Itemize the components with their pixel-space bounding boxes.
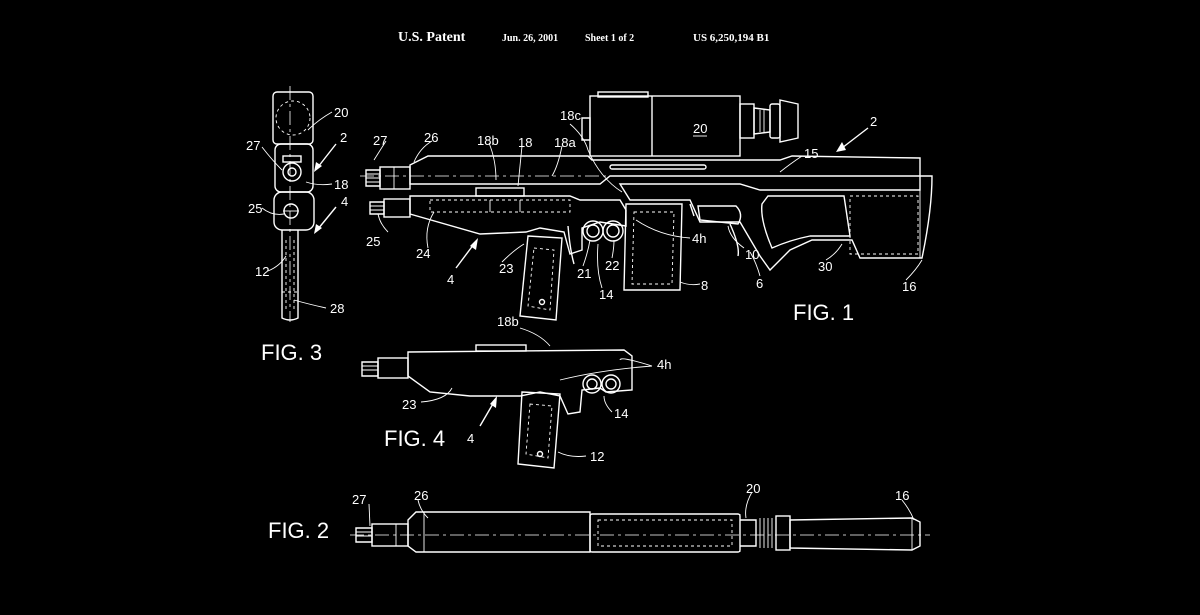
patent-header: U.S. Patent Jun. 26, 2001 Sheet 1 of 2 U… bbox=[398, 30, 769, 45]
fig2-ref-16: 16 bbox=[895, 488, 909, 503]
fig1-ref-18: 18 bbox=[518, 135, 532, 150]
header-date: Jun. 26, 2001 bbox=[502, 33, 558, 44]
fig2-ref-27: 27 bbox=[352, 492, 366, 507]
fig4-ref-12: 12 bbox=[590, 449, 604, 464]
fig3-ref-4: 4 bbox=[341, 194, 348, 209]
fig3-ref-12: 12 bbox=[255, 264, 269, 279]
fig1-ref-4h: 4h bbox=[692, 231, 706, 246]
fig3-ref-20: 20 bbox=[334, 105, 348, 120]
fig1-ref-18c: 18c bbox=[560, 108, 581, 123]
fig1-ref-6: 6 bbox=[756, 276, 763, 291]
fig1-drawing bbox=[360, 92, 932, 320]
fig1-ref-14: 14 bbox=[599, 287, 613, 302]
fig3-title: FIG. 3 bbox=[261, 340, 322, 365]
header-patent-number: US 6,250,194 B1 bbox=[693, 32, 769, 44]
fig4-ref-18b: 18b bbox=[497, 314, 519, 329]
fig2-reference-labels: 27 26 20 16 bbox=[352, 481, 909, 507]
fig1-ref-18a: 18a bbox=[554, 135, 576, 150]
fig2-title: FIG. 2 bbox=[268, 518, 329, 543]
fig1-ref-2: 2 bbox=[870, 114, 877, 129]
header-patent-label: U.S. Patent bbox=[398, 30, 466, 45]
fig1-ref-24: 24 bbox=[416, 246, 430, 261]
fig3-ref-28: 28 bbox=[330, 301, 344, 316]
header-sheet: Sheet 1 of 2 bbox=[585, 33, 634, 44]
fig4-title: FIG. 4 bbox=[384, 426, 445, 451]
fig1-reference-labels: 18c 20 2 27 26 18b 18 18a 15 25 24 23 4 … bbox=[366, 108, 916, 302]
fig4-ref-4h: 4h bbox=[657, 357, 671, 372]
fig1-ref-8: 8 bbox=[701, 278, 708, 293]
fig1-ref-26: 26 bbox=[424, 130, 438, 145]
fig1-title: FIG. 1 bbox=[793, 300, 854, 325]
fig1-ref-21: 21 bbox=[577, 266, 591, 281]
fig3-ref-18: 18 bbox=[334, 177, 348, 192]
fig4-ref-4: 4 bbox=[467, 431, 474, 446]
fig1-ref-10: 10 bbox=[745, 247, 759, 262]
fig2-drawing bbox=[350, 492, 930, 552]
fig1-ref-18b: 18b bbox=[477, 133, 499, 148]
fig1-ref-23: 23 bbox=[499, 261, 513, 276]
fig1-ref-25: 25 bbox=[366, 234, 380, 249]
fig1-ref-27: 27 bbox=[373, 133, 387, 148]
fig1-ref-22: 22 bbox=[605, 258, 619, 273]
fig2-ref-26: 26 bbox=[414, 488, 428, 503]
fig3-ref-25: 25 bbox=[248, 201, 262, 216]
fig1-ref-16: 16 bbox=[902, 279, 916, 294]
fig1-ref-4: 4 bbox=[447, 272, 454, 287]
fig1-ref-15: 15 bbox=[804, 146, 818, 161]
fig1-ref-30: 30 bbox=[818, 259, 832, 274]
fig4-ref-14: 14 bbox=[614, 406, 628, 421]
fig1-ref-20: 20 bbox=[693, 121, 707, 136]
fig3-ref-27: 27 bbox=[246, 138, 260, 153]
fig4-ref-23: 23 bbox=[402, 397, 416, 412]
fig3-drawing bbox=[262, 86, 336, 322]
fig2-ref-20: 20 bbox=[746, 481, 760, 496]
fig3-ref-2: 2 bbox=[340, 130, 347, 145]
